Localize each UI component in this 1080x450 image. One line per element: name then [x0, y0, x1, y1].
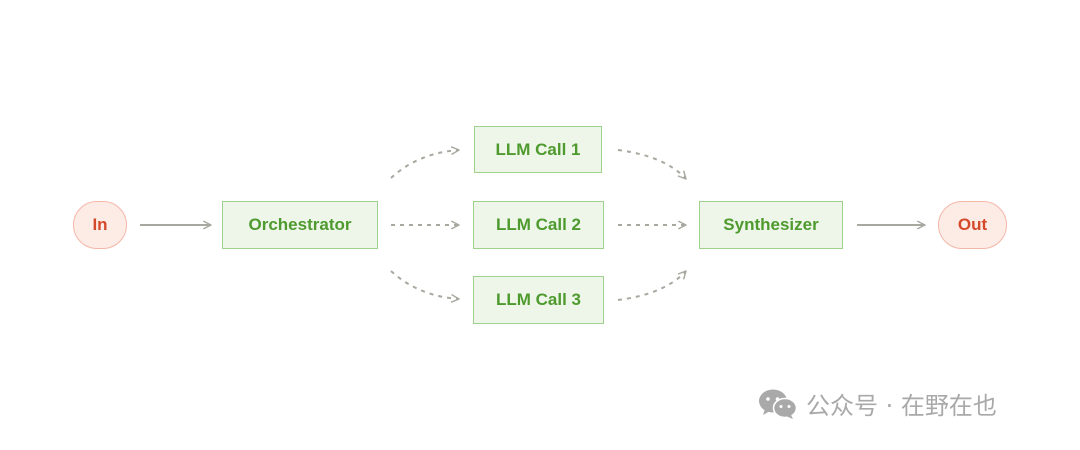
node-in: In — [73, 201, 127, 249]
edge-orchestrator-llm1 — [390, 146, 460, 179]
node-out: Out — [938, 201, 1007, 249]
edge-llm1-synthesizer — [617, 149, 687, 180]
wechat-icon — [759, 389, 798, 419]
node-llm-call-1: LLM Call 1 — [474, 126, 602, 173]
watermark: 公众号 · 在野在也 — [758, 386, 997, 421]
edge-orchestrator-llm3 — [390, 270, 460, 303]
node-llm-call-2: LLM Call 2 — [473, 201, 604, 249]
watermark-text: 公众号 · 在野在也 — [806, 392, 997, 420]
node-llm-call-3: LLM Call 3 — [473, 276, 604, 324]
node-orchestrator: Orchestrator — [222, 201, 378, 249]
node-synthesizer: Synthesizer — [699, 201, 843, 249]
edge-llm3-synthesizer — [617, 270, 687, 301]
